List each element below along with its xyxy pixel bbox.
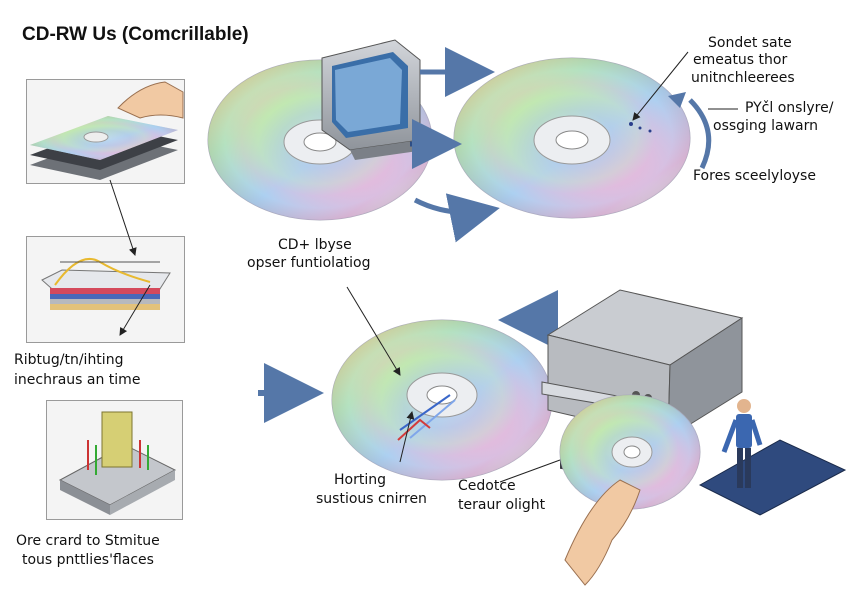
page-title: CD-RW Us (Comcrillable)	[22, 24, 249, 45]
cd-disc-in-hand	[559, 394, 701, 510]
chip-module-illustration	[58, 411, 177, 515]
label-top-right-2: emeatus thor	[693, 52, 788, 68]
label-center-2: opser funtiolatiog	[247, 255, 371, 271]
callout-line	[632, 51, 689, 121]
computer-monitor	[321, 39, 425, 160]
rotation-arrow-head	[668, 92, 686, 108]
callout-line	[346, 286, 401, 376]
hand-illustration	[564, 479, 641, 586]
label-right-3: Fores sceelyloyse	[693, 168, 816, 184]
person-figure	[698, 399, 847, 516]
label-top-right-1: Sondet sate	[708, 35, 792, 51]
label-center-1: CD+ lbyse	[278, 237, 352, 253]
label-right-1: PYčl onslyre/	[745, 100, 834, 116]
label-bottom-2: sustious cnirren	[316, 491, 427, 507]
label-bottom-4: teraur olight	[458, 497, 546, 513]
rotation-arrow	[688, 98, 712, 170]
callout-line	[499, 459, 561, 483]
label-left-mid-1: Ribtug/tn/ihting	[14, 352, 124, 368]
label-left-bottom-2: tous pnttlies'flaces	[22, 552, 154, 568]
connector-arrow	[109, 179, 137, 256]
cd-disc-bottom	[331, 319, 553, 481]
connector-arrow	[119, 284, 151, 336]
label-bottom-3: Cedotce	[458, 478, 516, 494]
disc-tray-illustration	[30, 81, 184, 180]
label-left-mid-2: inechraus an time	[14, 372, 141, 388]
layer-cross-section	[41, 257, 171, 310]
label-left-bottom-1: Ore crard to Stmitue	[16, 533, 160, 549]
label-top-right-3: unitnchleerees	[691, 70, 795, 86]
callout-line	[399, 411, 415, 463]
label-bottom-1: Horting	[334, 472, 386, 488]
label-right-2: ossging lawarn	[713, 118, 819, 134]
flow-arrow	[413, 193, 500, 243]
cd-disc-top-right	[453, 57, 691, 219]
